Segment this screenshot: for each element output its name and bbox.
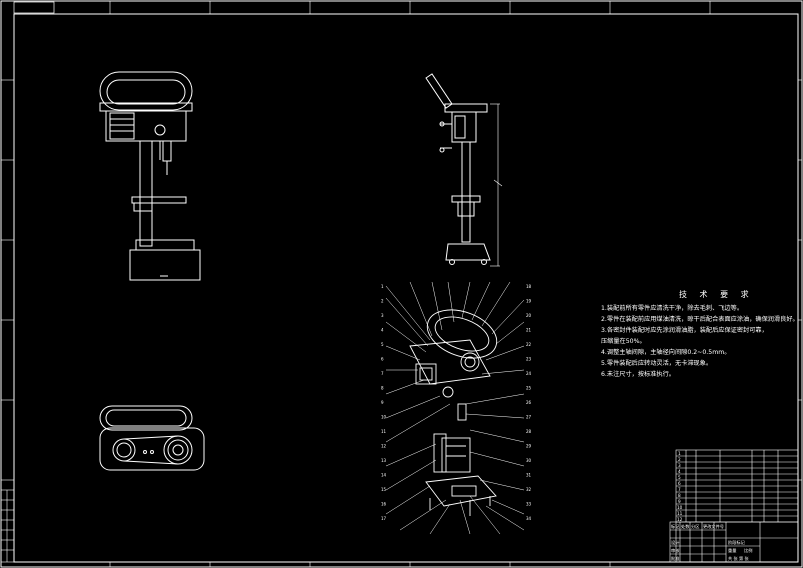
- column: [139, 140, 153, 247]
- tb-label-zone: 分区: [691, 524, 700, 529]
- leader-label-right: 33: [526, 502, 532, 507]
- leader-label-right: 22: [526, 342, 532, 347]
- leader-label-right: 19: [526, 299, 532, 304]
- tb-label-mark: 标记: [671, 524, 680, 529]
- motor: [109, 112, 135, 140]
- belt-guard-top: [99, 71, 193, 111]
- drawing-number-tag: [13, 1, 55, 14]
- leader-label-left: 17: [381, 516, 387, 521]
- tb-label-sheets: 共 张 第 张: [728, 556, 749, 561]
- tb-label-review: 审核: [671, 548, 680, 553]
- leader-label-right: 24: [526, 371, 532, 376]
- exploded-view: [409, 309, 498, 516]
- requirement-6: 6.未注尺寸，按标准执行。: [601, 371, 675, 378]
- top-view: [99, 405, 205, 471]
- tb-label-change: 更改文件号: [703, 524, 724, 529]
- leader-label-left: 16: [381, 502, 387, 507]
- front-view: [99, 71, 201, 281]
- tb-row-3: 3: [678, 463, 681, 468]
- leader-lines: [385, 281, 525, 535]
- leader-label-right: 30: [526, 458, 532, 463]
- tb-row-9: 9: [678, 499, 681, 504]
- requirement-4: 4.调整主轴间隙，主轴径向间隙0.2~0.5mm。: [601, 349, 731, 356]
- table: [131, 196, 187, 204]
- leader-label-right: 29: [526, 444, 532, 449]
- belt-guard-open: [425, 73, 453, 109]
- requirement-2: 2.零件在装配前应用煤油清洗，晾干后配合表面应涂油，确保润滑良好。: [601, 316, 799, 323]
- leader-label-right: 31: [526, 473, 532, 478]
- leader-label-left: 10: [381, 415, 387, 420]
- leader-label-left: 15: [381, 487, 387, 492]
- leader-label-left: 9: [381, 400, 384, 405]
- leader-label-right: 21: [526, 328, 532, 333]
- tb-label-count: 处数: [681, 524, 690, 529]
- technical-requirements-title: 技 术 要 求: [679, 290, 754, 299]
- leader-label-left: 1: [381, 284, 384, 289]
- tb-label-approve: 批准: [671, 556, 680, 561]
- tb-row-2: 2: [678, 457, 681, 462]
- tb-row-11: 11: [677, 511, 683, 516]
- tb-row-12: 12: [677, 517, 683, 522]
- title-block: [669, 449, 799, 563]
- leader-label-left: 12: [381, 444, 387, 449]
- tb-row-7: 7: [678, 487, 681, 492]
- side-view: [425, 73, 503, 267]
- requirement-3: 3.各密封件装配时应先涂润滑油脂，装配后应保证密封可靠，: [601, 327, 768, 334]
- side-column: [461, 141, 471, 243]
- leader-label-left: 6: [381, 357, 384, 362]
- leader-label-right: 23: [526, 357, 532, 362]
- leader-label-right: 18: [526, 284, 532, 289]
- leader-label-right: 28: [526, 429, 532, 434]
- tb-label-stage: 阶段标记: [728, 540, 745, 545]
- tb-label-weight: 重量: [728, 548, 737, 553]
- leader-label-left: 3: [381, 313, 384, 318]
- tb-row-6: 6: [678, 481, 681, 486]
- requirement-1: 1.装配前所有零件应清洗干净，除去毛刺、飞边等。: [601, 305, 744, 312]
- tb-label-scale: 比例: [744, 548, 753, 553]
- leader-label-right: 26: [526, 400, 532, 405]
- leader-label-right: 25: [526, 386, 532, 391]
- requirement-3-cont: 压缩量在50%。: [601, 338, 646, 345]
- leader-label-left: 11: [381, 429, 387, 434]
- leader-label-right: 27: [526, 415, 532, 420]
- inner-border: [13, 13, 799, 563]
- leader-label-left: 7: [381, 371, 384, 376]
- tb-label-design: 设计: [671, 540, 680, 545]
- base: [129, 249, 201, 281]
- tb-row-10: 10: [677, 505, 683, 510]
- tb-row-5: 5: [678, 475, 681, 480]
- tb-row-1: 1: [678, 451, 681, 456]
- tb-row-8: 8: [678, 493, 681, 498]
- tb-row-4: 4: [678, 469, 681, 474]
- leader-label-left: 13: [381, 458, 387, 463]
- leader-label-left: 14: [381, 473, 387, 478]
- leader-label-right: 20: [526, 313, 532, 318]
- requirement-5: 5.零件装配后应转动灵活，无卡滞现象。: [601, 360, 713, 367]
- leader-label-left: 2: [381, 299, 384, 304]
- leader-label-left: 5: [381, 342, 384, 347]
- leader-label-left: 8: [381, 386, 384, 391]
- leader-label-left: 4: [381, 328, 384, 333]
- leader-label-right: 34: [526, 516, 532, 521]
- left-stub-table: [0, 489, 15, 563]
- leader-label-right: 32: [526, 487, 532, 492]
